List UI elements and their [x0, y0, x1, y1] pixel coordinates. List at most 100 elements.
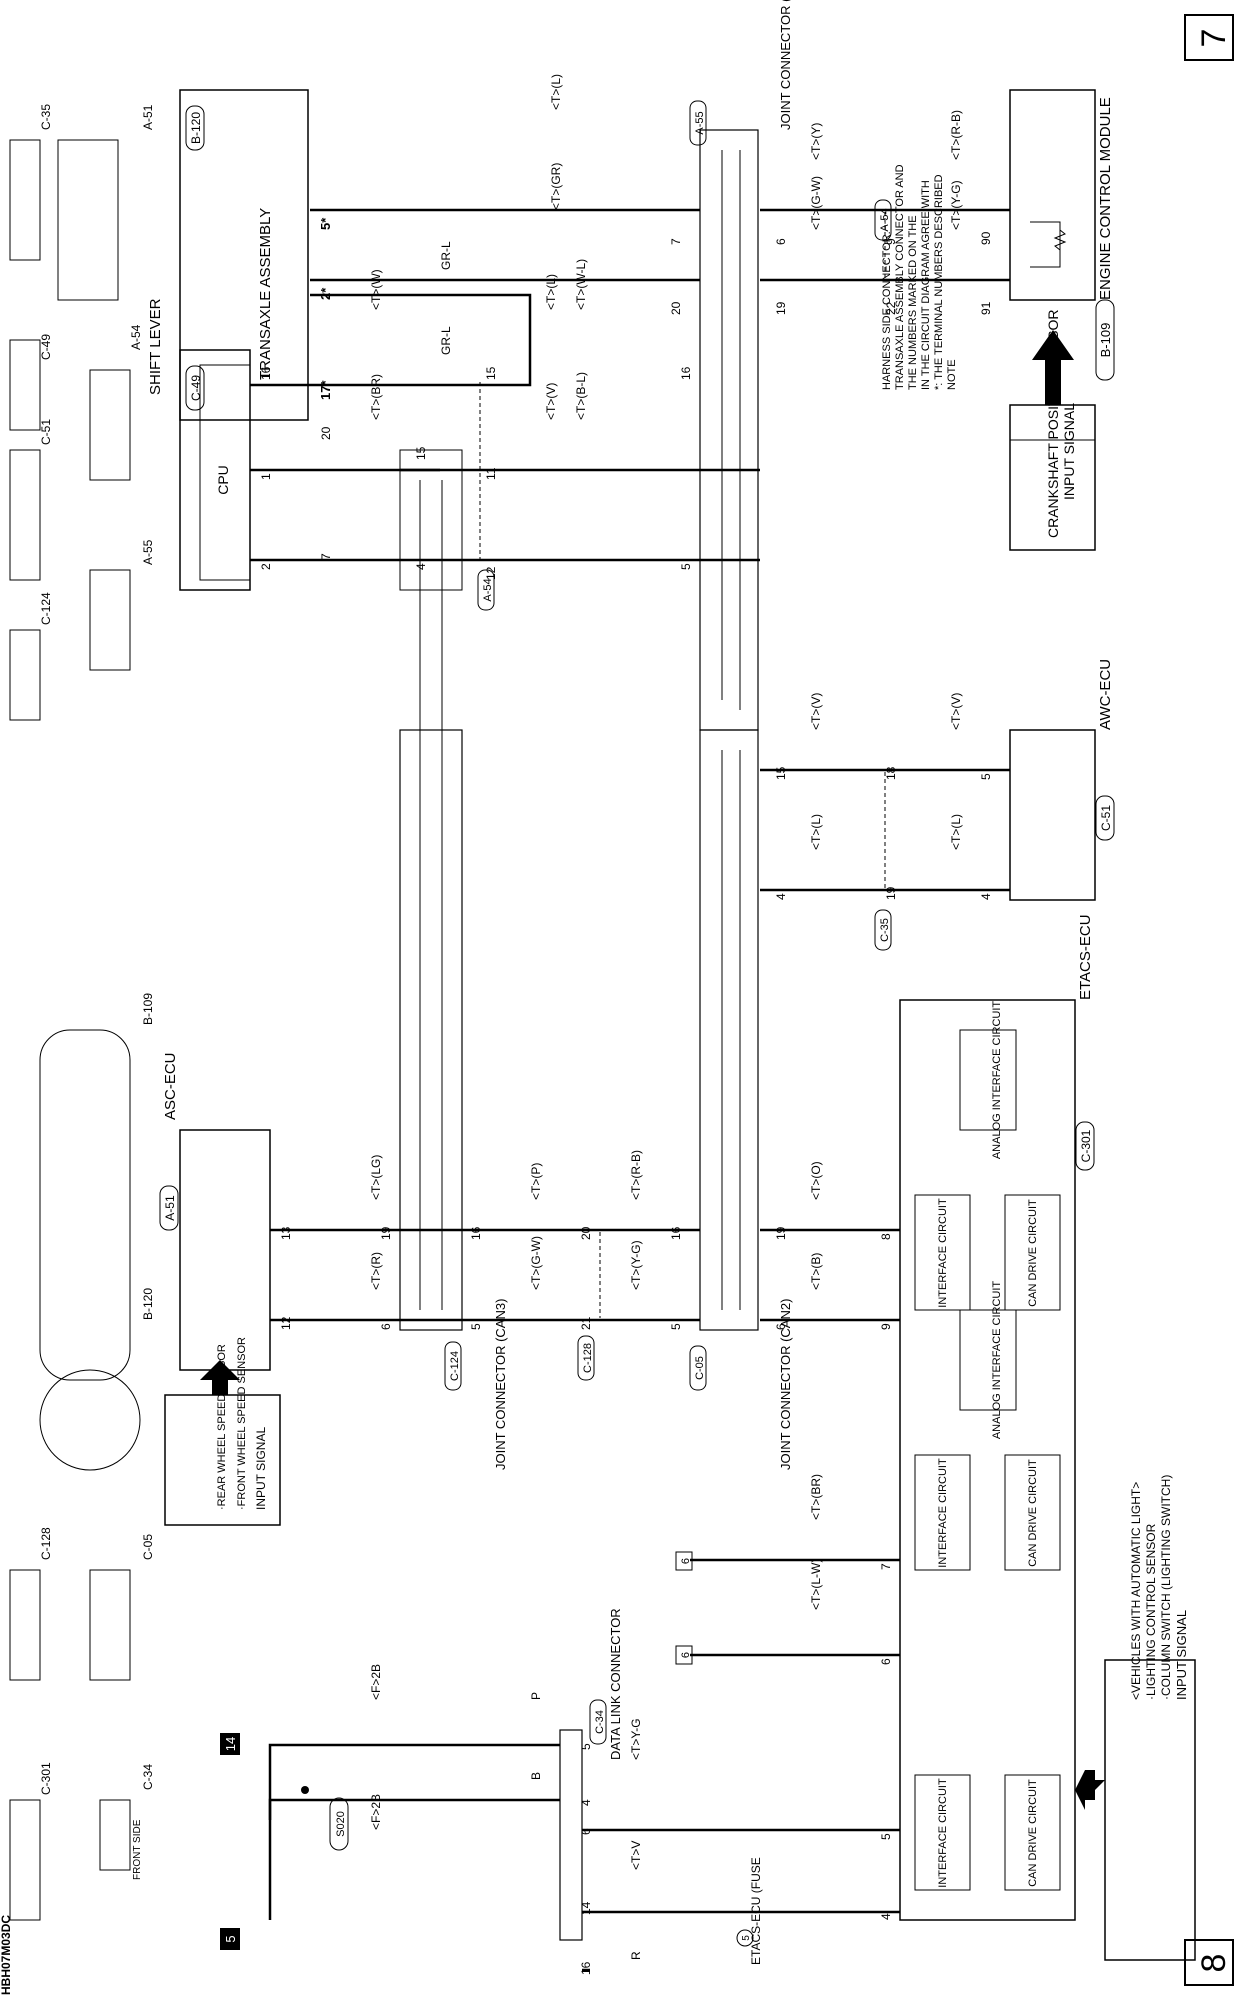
pin-as13: 13: [279, 1226, 293, 1240]
pin-s5: 5: [679, 563, 693, 570]
pin-k6: 6: [379, 1323, 393, 1330]
pin-s12: 12: [484, 566, 498, 580]
svg-text:ANALOG INTERFACE CIRCUIT: ANALOG INTERFACE CIRCUIT: [991, 1281, 1003, 1440]
wire-label-jc2-5: <T>(Y-G): [629, 1240, 643, 1290]
pin-s16: 16: [259, 366, 273, 380]
pin-c4: 4: [414, 563, 428, 570]
svg-text:<VEHICLES WITH AUTOMATIC LIGHT: <VEHICLES WITH AUTOMATIC LIGHT>: [1129, 1482, 1143, 1700]
svg-text:B-109: B-109: [141, 993, 155, 1025]
wire-label-dlc-14: <T>V: [629, 1841, 643, 1870]
etacs-ecu: ETACS-ECU C-301 ANALOG INTERFACE CIRCUIT…: [899, 914, 1095, 1921]
pin-e8: 8: [879, 1233, 893, 1240]
wire-label-sl-2: <T>(BR): [369, 374, 383, 420]
wire-label-jc2-16: <T>(R-B): [629, 1150, 643, 1200]
svg-text:C-124: C-124: [39, 592, 53, 625]
svg-text:AWC-ECU: AWC-ECU: [1097, 659, 1114, 730]
wire-label-et-7: <T>(BR): [809, 1474, 823, 1520]
svg-text:C-51: C-51: [1099, 805, 1113, 831]
svg-text:JOINT CONNECTOR (CAN2): JOINT CONNECTOR (CAN2): [778, 1299, 793, 1470]
svg-text:A-54: A-54: [879, 208, 891, 231]
wire-label-dlc-b: B: [529, 1772, 543, 1780]
pin-e7: 7: [879, 1563, 893, 1570]
pin-d4: 4: [579, 1799, 593, 1806]
svg-text:CAN DRIVE CIRCUIT: CAN DRIVE CIRCUIT: [1027, 1199, 1039, 1307]
ground-5: 5: [220, 1928, 240, 1950]
pin-s11: 11: [484, 467, 498, 480]
pin-a19: 19: [884, 886, 898, 900]
ground-tag-6a: 6: [675, 1551, 693, 1571]
pin-e4: 4: [879, 1913, 893, 1920]
svg-text:ENGINE CONTROL MODULE: ENGINE CONTROL MODULE: [1097, 97, 1114, 300]
wire-label-f2b-b: <F>2B: [369, 1794, 383, 1830]
pin-s2: 2: [259, 563, 273, 570]
dlc-wires: [268, 1743, 600, 1972]
pin-a4b: 4: [774, 893, 788, 900]
svg-text:NOTE: NOTE: [946, 359, 958, 390]
svg-text:CPU: CPU: [215, 465, 231, 495]
svg-text:C-34: C-34: [141, 1764, 155, 1790]
svg-text:THE NUMBERS MARKED ON THE: THE NUMBERS MARKED ON THE: [907, 215, 919, 390]
svg-text:ANALOG INTERFACE CIRCUIT: ANALOG INTERFACE CIRCUIT: [991, 1001, 1003, 1160]
wire-label-jc4-20: <T>(L): [549, 74, 563, 110]
wire-label-et-6: <T>(L-W): [809, 1559, 823, 1610]
awc-wires: [760, 768, 1010, 892]
svg-text:C-49: C-49: [39, 334, 53, 360]
wire-label-sl-16: <T>(W-L): [574, 259, 588, 310]
pin-s16b: 16: [679, 366, 693, 380]
transaxle-assembly: TRANSAXLE ASSEMBLY B-120: [179, 89, 309, 421]
wire-label-sl-4: <T>(V): [544, 383, 558, 420]
svg-text:JOINT CONNECTOR (CAN4): JOINT CONNECTOR (CAN4): [778, 0, 793, 130]
svg-text:·LIGHTING CONTROL SENSOR: ·LIGHTING CONTROL SENSOR: [1144, 1523, 1158, 1700]
pin-j6: 6: [774, 1323, 788, 1330]
svg-text:5: 5: [223, 1935, 238, 1942]
svg-text:A-54: A-54: [482, 578, 494, 601]
pin-7: 7: [669, 238, 683, 245]
pin-e5: 5: [879, 1833, 893, 1840]
ground-tag-6b: 6: [675, 1645, 693, 1665]
wire-label-jc3-16: <T>(P): [529, 1163, 543, 1200]
pin-e6: 6: [879, 1658, 893, 1665]
pin-a18: 18: [884, 766, 898, 780]
pin-9: 9: [884, 238, 898, 245]
connector-legend: A-51 C-35 C-49 A-54 C-51 A-55 C-124 B-10…: [9, 104, 155, 1921]
wire-label-grl-b: GR-L: [439, 326, 453, 355]
wire-label-jc3-5: <T>(G-W): [529, 1236, 543, 1290]
wire-label-dlc-p: P: [529, 1692, 543, 1700]
svg-text:S020: S020: [335, 1811, 347, 1837]
joint-connector-can3: JOINT CONNECTOR (CAN3) C-124: [399, 480, 508, 1470]
pin-s15: 15: [484, 366, 498, 380]
wire-label-jc4-7: <T>(GR): [549, 163, 563, 210]
svg-text:DATA LINK CONNECTOR: DATA LINK CONNECTOR: [608, 1608, 623, 1760]
pin-d16: 16: [579, 1961, 593, 1975]
svg-text:A-54: A-54: [129, 324, 143, 350]
splice-s020: S020: [301, 1786, 349, 1851]
pin-s1: 1: [259, 473, 273, 480]
svg-text:ETACS-ECU (FUSE: ETACS-ECU (FUSE: [749, 1857, 763, 1965]
svg-text:C-35: C-35: [879, 918, 891, 942]
svg-text:INPUT SIGNAL: INPUT SIGNAL: [1174, 1610, 1189, 1700]
svg-text:A-51: A-51: [141, 104, 155, 130]
fuse-label: ETACS-ECU (FUSE 5: [736, 1857, 763, 1965]
svg-text:8: 8: [1195, 1954, 1233, 1973]
pin-j21: 21: [579, 1316, 593, 1330]
jc2-down-wires: [330, 1228, 700, 1322]
wire-label-jc4-19: <T>(Y): [809, 123, 823, 160]
asc-input-signal: INPUT SIGNAL ·FRONT WHEEL SPEED SENSOR ·…: [164, 1337, 281, 1526]
pin-a15: 15: [774, 766, 788, 780]
wire-label-awc-top4: <T>(L): [949, 814, 963, 850]
pin-t5: 5*: [318, 217, 333, 230]
pin-j5: 5: [669, 1323, 683, 1330]
wire-label-jc4-6: <T>(G-W): [809, 176, 823, 230]
pin-90: 90: [979, 231, 993, 245]
svg-text:A-55: A-55: [694, 111, 706, 134]
connector-tag-c35: C-35: [874, 909, 892, 951]
svg-text:JOINT CONNECTOR (CAN3): JOINT CONNECTOR (CAN3): [493, 1299, 508, 1470]
wire-label-et-9: <T>(B): [809, 1253, 823, 1290]
pin-c7: 7: [319, 553, 333, 560]
svg-text:FRONT SIDE: FRONT SIDE: [132, 1819, 143, 1880]
pin-91: 91: [979, 301, 993, 315]
wire-label-awc-15: <T>(V): [809, 693, 823, 730]
wire-label-asc-13: <T>(LG): [369, 1155, 383, 1200]
svg-text:·FRONT WHEEL SPEED SENSOR: ·FRONT WHEEL SPEED SENSOR: [236, 1337, 248, 1510]
